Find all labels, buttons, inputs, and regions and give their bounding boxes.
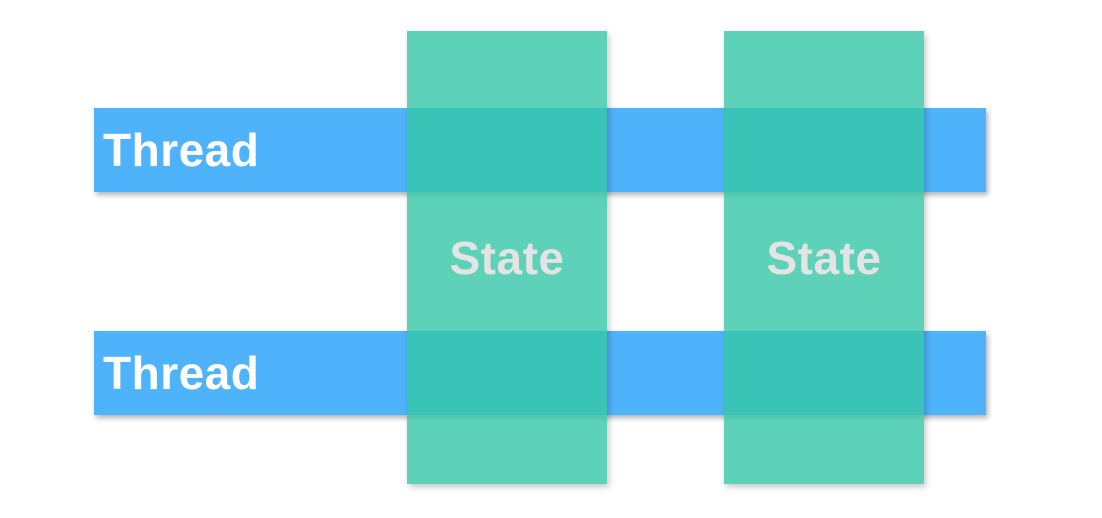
state-bar-left: State <box>407 31 607 484</box>
state-label: State <box>449 231 565 284</box>
state-bar-right: State <box>724 31 924 484</box>
state-label: State <box>766 231 882 284</box>
thread-label: Thread <box>103 124 260 176</box>
thread-label: Thread <box>103 347 260 399</box>
